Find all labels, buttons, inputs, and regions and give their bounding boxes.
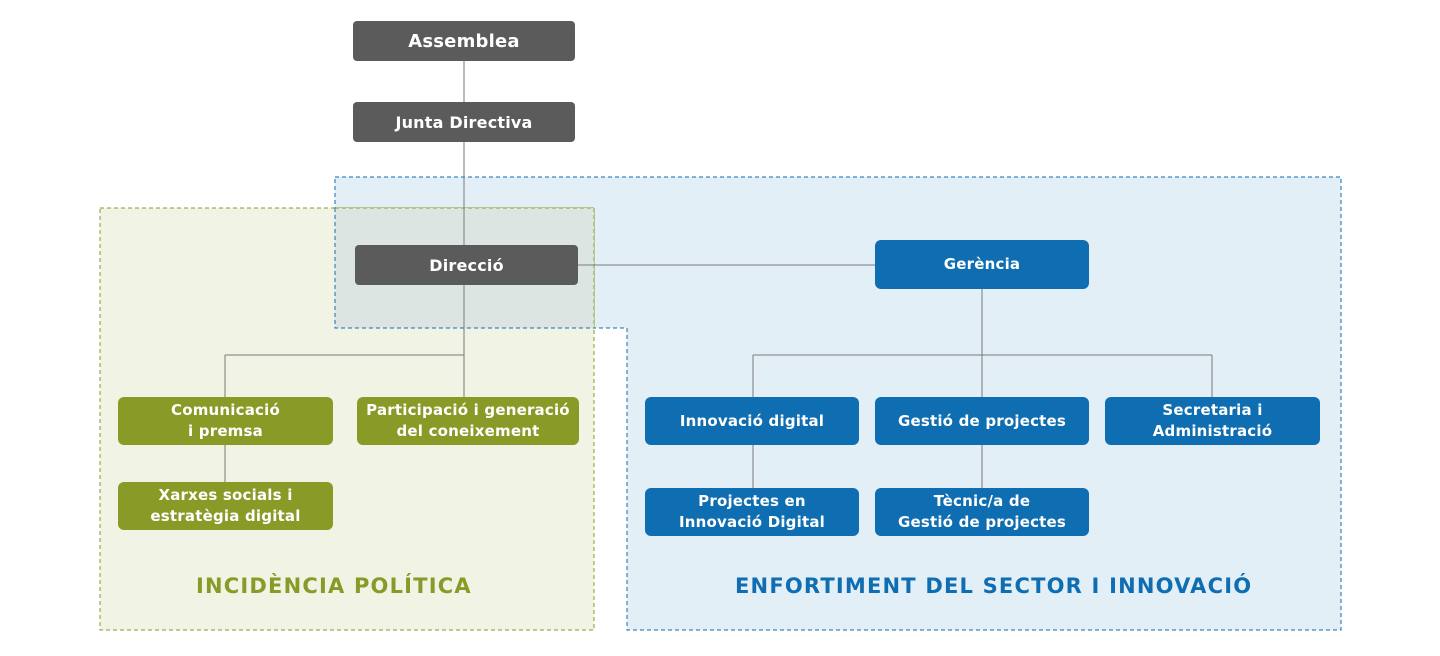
incidencia-label: INCIDÈNCIA POLÍTICA	[196, 574, 472, 598]
participacio-box: Participació i generació del coneixement	[357, 397, 579, 445]
secretaria-box: Secretaria i Administració	[1105, 397, 1320, 445]
junta-directiva-box: Junta Directiva	[353, 102, 575, 142]
tecnic-gestio-box: Tècnic/a de Gestió de projectes	[875, 488, 1089, 536]
direccio-box: Direcció	[355, 245, 578, 285]
projectes-innovacio-box: Projectes en Innovació Digital	[645, 488, 859, 536]
gestio-projectes-box: Gestió de projectes	[875, 397, 1089, 445]
gerencia-box: Gerència	[875, 240, 1089, 289]
enfortiment-label: ENFORTIMENT DEL SECTOR I INNOVACIÓ	[735, 574, 1253, 598]
innovacio-digital-box: Innovació digital	[645, 397, 859, 445]
connectors	[224, 61, 1213, 488]
assemblea-box: Assemblea	[353, 21, 575, 61]
xarxes-box: Xarxes socials i estratègia digital	[118, 482, 333, 530]
comunicacio-box: Comunicació i premsa	[118, 397, 333, 445]
